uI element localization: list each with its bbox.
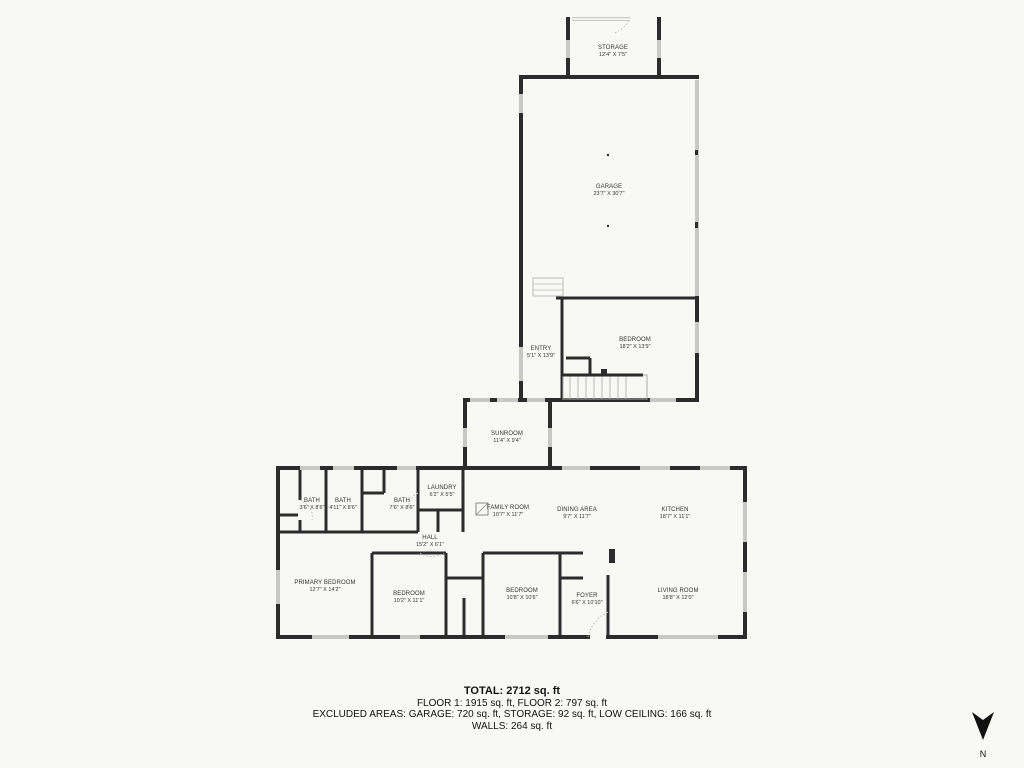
room-label-hall: HALL 15'2" X 6'1" [416, 535, 444, 548]
svg-text:15'2" X 6'1": 15'2" X 6'1" [416, 542, 444, 548]
svg-text:LAUNDRY: LAUNDRY [427, 485, 456, 491]
svg-text:GARAGE: GARAGE [596, 184, 622, 190]
svg-text:10'2" X 11'1": 10'2" X 11'1" [394, 598, 425, 604]
main-floor-outline [276, 466, 747, 639]
room-label-kitchen: KITCHEN 18'7" X 11'1" [660, 507, 691, 520]
room-label-bedroom-3: BEDROOM 10'8" X 10'6" [506, 588, 538, 601]
svg-text:DINING AREA: DINING AREA [557, 507, 597, 513]
room-label-sunroom: SUNROOM 11'4" X 9'4" [491, 431, 523, 444]
compass: N [966, 708, 1000, 759]
svg-text:11'4" X 9'4": 11'4" X 9'4" [493, 438, 521, 444]
room-label-family-room: FAMILY ROOM 10'7" X 11'7" [487, 505, 529, 518]
svg-text:5'1" X 13'9": 5'1" X 13'9" [527, 353, 555, 359]
total-area: TOTAL: 2712 sq. ft [463, 685, 561, 697]
garage-room [519, 75, 699, 300]
svg-text:23'7" X 30'7": 23'7" X 30'7" [593, 191, 624, 197]
walls-area: WALLS: 264 sq. ft [471, 720, 553, 732]
svg-text:9'7" X 11'7": 9'7" X 11'7" [563, 514, 591, 520]
svg-text:STORAGE: STORAGE [598, 45, 628, 51]
area-summary: TOTAL: 2712 sq. ft FLOOR 1: 1915 sq. ft,… [0, 685, 1024, 732]
room-label-laundry: LAUNDRY 6'2" X 5'5" [427, 485, 456, 498]
sunroom-room [463, 398, 555, 470]
room-label-foyer: FOYER 6'6" X 10'10" [571, 593, 602, 606]
svg-text:12'7" X 14'2": 12'7" X 14'2" [309, 587, 340, 593]
svg-text:FOYER: FOYER [576, 593, 598, 599]
svg-text:3'6" X 8'6": 3'6" X 8'6" [300, 505, 325, 511]
interior-walls [280, 470, 615, 637]
svg-text:BEDROOM: BEDROOM [393, 591, 425, 597]
room-label-entry: ENTRY 5'1" X 13'9" [527, 346, 555, 359]
room-label-bedroom-upper: BEDROOM 18'2" X 13'9" [619, 337, 651, 350]
room-label-bath-2: BATH 4'11" X 8'6" [329, 498, 357, 511]
svg-text:18'2" X 13'9": 18'2" X 13'9" [619, 344, 650, 350]
floor-areas: FLOOR 1: 1915 sq. ft, FLOOR 2: 797 sq. f… [416, 697, 608, 709]
storage-room [566, 17, 661, 76]
svg-text:10'7" X 11'7": 10'7" X 11'7" [493, 512, 524, 518]
room-label-bath-1: BATH 3'6" X 8'6" [300, 498, 325, 511]
svg-text:KITCHEN: KITCHEN [661, 507, 688, 513]
svg-text:ENTRY: ENTRY [531, 346, 552, 352]
room-label-living-room: LIVING ROOM 18'8" X 12'0" [657, 588, 698, 601]
excluded-areas: EXCLUDED AREAS: GARAGE: 720 sq. ft, STOR… [312, 709, 712, 720]
svg-text:18'8" X 12'0": 18'8" X 12'0" [662, 595, 693, 601]
room-label-primary-bedroom: PRIMARY BEDROOM 12'7" X 14'2" [294, 580, 355, 593]
svg-text:4'11" X 8'6": 4'11" X 8'6" [329, 505, 357, 511]
svg-text:6'6" X 10'10": 6'6" X 10'10" [571, 600, 602, 606]
svg-text:12'4" X 7'5": 12'4" X 7'5" [599, 52, 627, 58]
north-arrow-icon [972, 712, 994, 740]
svg-text:18'7" X 11'1": 18'7" X 11'1" [660, 514, 691, 520]
room-label-bath-3: BATH 7'6" X 8'6" [390, 498, 415, 511]
room-label-dining-area: DINING AREA 9'7" X 11'7" [557, 507, 597, 520]
door-swings [299, 492, 609, 638]
room-label-bedroom-2: BEDROOM 10'2" X 11'1" [393, 591, 425, 604]
svg-text:10'8" X 10'6": 10'8" X 10'6" [506, 595, 537, 601]
svg-text:BEDROOM: BEDROOM [506, 588, 538, 594]
svg-text:7'6" X 8'6": 7'6" X 8'6" [390, 505, 415, 511]
svg-text:FAMILY ROOM: FAMILY ROOM [487, 505, 529, 511]
svg-text:BEDROOM: BEDROOM [619, 337, 651, 343]
svg-text:PRIMARY BEDROOM: PRIMARY BEDROOM [294, 580, 355, 586]
compass-label: N [979, 749, 987, 759]
svg-text:6'2" X 5'5": 6'2" X 5'5" [430, 492, 455, 498]
svg-text:BATH: BATH [394, 498, 410, 504]
svg-text:SUNROOM: SUNROOM [491, 431, 523, 437]
svg-text:BATH: BATH [304, 498, 320, 504]
entry-bedroom-wing [519, 296, 699, 402]
svg-text:HALL: HALL [422, 535, 438, 541]
svg-text:BATH: BATH [335, 498, 351, 504]
svg-text:LIVING ROOM: LIVING ROOM [657, 588, 698, 594]
room-label-storage: STORAGE 12'4" X 7'5" [598, 45, 628, 58]
room-label-garage: GARAGE 23'7" X 30'7" [593, 184, 624, 197]
